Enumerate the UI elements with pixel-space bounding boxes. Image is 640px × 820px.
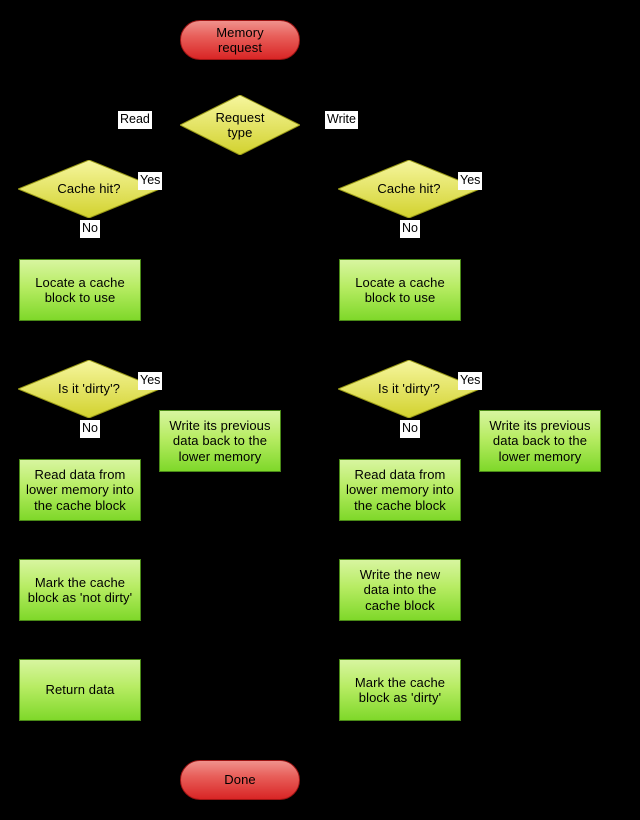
- node-read-cache-hit-label: Cache hit?: [57, 181, 121, 197]
- edge-label-read: Read: [118, 111, 152, 129]
- node-read-locate-block[interactable]: Locate a cache block to use: [19, 259, 141, 321]
- node-start-label: Memory request: [216, 24, 264, 56]
- node-write-is-dirty-label: Is it 'dirty'?: [378, 381, 440, 397]
- node-write-fill-block-label: Read data from lower memory into the cac…: [346, 466, 454, 513]
- edge-label-write-dirty-yes: Yes: [458, 372, 483, 390]
- node-read-mark-not-dirty-label: Mark the cache block as 'not dirty': [27, 574, 133, 606]
- node-read-mark-not-dirty[interactable]: Mark the cache block as 'not dirty': [19, 559, 141, 621]
- node-write-writeback[interactable]: Write its previous data back to the lowe…: [479, 410, 601, 472]
- node-write-mark-dirty[interactable]: Mark the cache block as 'dirty': [339, 659, 461, 721]
- node-read-return-data[interactable]: Return data: [19, 659, 141, 721]
- node-write-store-data-label: Write the new data into the cache block: [359, 566, 441, 613]
- node-read-fill-block-label: Read data from lower memory into the cac…: [26, 466, 134, 513]
- edge-label-read-dirty-no: No: [80, 420, 100, 438]
- node-start[interactable]: Memory request: [180, 20, 300, 60]
- node-write-locate-block[interactable]: Locate a cache block to use: [339, 259, 461, 321]
- edge-label-write-dirty-no: No: [400, 420, 420, 438]
- edge-label-write: Write: [325, 111, 358, 129]
- node-write-fill-block[interactable]: Read data from lower memory into the cac…: [339, 459, 461, 521]
- edge-label-write-hit-no: No: [400, 220, 420, 238]
- edge-label-read-hit-yes: Yes: [138, 172, 163, 190]
- node-write-writeback-label: Write its previous data back to the lowe…: [489, 417, 591, 464]
- edge-label-read-dirty-yes: Yes: [138, 372, 163, 390]
- node-write-cache-hit[interactable]: Cache hit?: [338, 160, 480, 218]
- edge-label-read-hit-no: No: [80, 220, 100, 238]
- node-write-mark-dirty-label: Mark the cache block as 'dirty': [354, 674, 446, 706]
- node-request-type-label: Request type: [215, 109, 265, 141]
- node-read-is-dirty[interactable]: Is it 'dirty'?: [18, 360, 160, 418]
- node-write-cache-hit-label: Cache hit?: [377, 181, 441, 197]
- node-read-writeback[interactable]: Write its previous data back to the lowe…: [159, 410, 281, 472]
- node-read-is-dirty-label: Is it 'dirty'?: [58, 381, 120, 397]
- node-read-cache-hit[interactable]: Cache hit?: [18, 160, 160, 218]
- node-done[interactable]: Done: [180, 760, 300, 800]
- node-read-fill-block[interactable]: Read data from lower memory into the cac…: [19, 459, 141, 521]
- node-read-writeback-label: Write its previous data back to the lowe…: [169, 417, 271, 464]
- node-done-label: Done: [224, 772, 256, 788]
- node-read-locate-block-label: Locate a cache block to use: [35, 274, 125, 306]
- node-write-locate-block-label: Locate a cache block to use: [355, 274, 445, 306]
- node-write-is-dirty[interactable]: Is it 'dirty'?: [338, 360, 480, 418]
- edge-label-write-hit-yes: Yes: [458, 172, 483, 190]
- node-write-store-data[interactable]: Write the new data into the cache block: [339, 559, 461, 621]
- node-request-type[interactable]: Request type: [180, 95, 300, 155]
- node-read-return-data-label: Return data: [45, 682, 115, 698]
